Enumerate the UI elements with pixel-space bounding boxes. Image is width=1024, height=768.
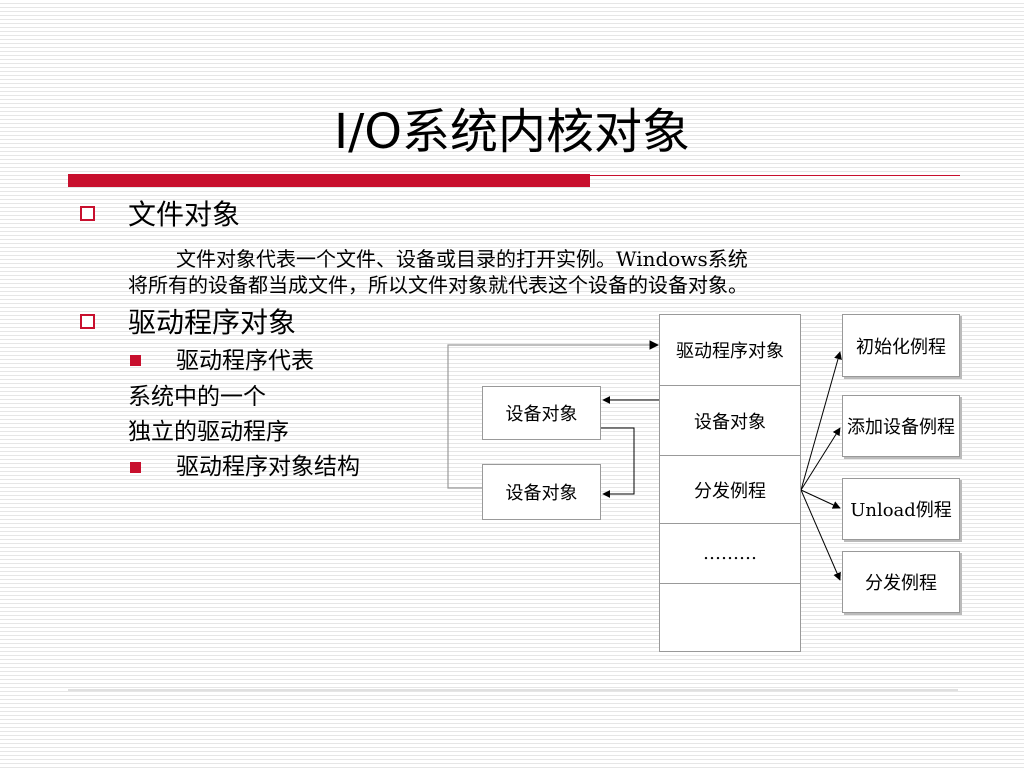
driver-object-sub1-line1: 驱动程序代表 [176, 348, 314, 374]
hollow-square-bullet-icon [80, 314, 95, 329]
driver-object-sub1-line3: 独立的驱动程序 [128, 419, 289, 445]
connector-to-unload-routine [800, 489, 841, 509]
connector-to-dispatch-routine [800, 489, 841, 581]
file-object-description-line1: 文件对象代表一个文件、设备或目录的打开实例。Windows系统 [176, 247, 748, 271]
init-routine-box: 初始化例程 [842, 314, 960, 377]
driver-object-stack: 驱动程序对象 设备对象 分发例程 ……… [659, 314, 801, 652]
footer-divider [68, 689, 958, 691]
connector-to-init-routine [800, 351, 842, 491]
unload-routine-box: Unload例程 [842, 478, 960, 540]
file-object-description-line2: 将所有的设备都当成文件，所以文件对象就代表这个设备的设备对象。 [128, 273, 748, 297]
device-object-box-bottom: 设备对象 [482, 464, 601, 520]
stack-row-ellipsis: ……… [660, 524, 800, 584]
dispatch-routine-box: 分发例程 [842, 551, 960, 613]
bullet-heading-driver-object: 驱动程序对象 [128, 306, 297, 339]
stack-row-empty [660, 584, 800, 651]
slide-title: I/O系统内核对象 [333, 104, 691, 160]
connector-bottom-device-to-driver [447, 340, 659, 489]
add-device-routine-box: 添加设备例程 [842, 395, 960, 457]
hollow-square-bullet-icon [80, 206, 95, 221]
driver-object-sub2: 驱动程序对象结构 [176, 454, 360, 480]
connector-top-device-to-bottom-device [601, 427, 635, 498]
stack-row-device-object: 设备对象 [660, 386, 800, 456]
filled-square-bullet-icon [130, 355, 141, 366]
stack-row-dispatch-routine: 分发例程 [660, 456, 800, 524]
driver-object-sub1-line2: 系统中的一个 [128, 384, 266, 410]
title-underline-red [68, 174, 590, 187]
device-object-box-top: 设备对象 [482, 386, 601, 440]
title-underline-thin [590, 175, 960, 176]
filled-square-bullet-icon [130, 462, 141, 473]
connector-to-add-device-routine [800, 427, 841, 491]
stack-row-driver-object: 驱动程序对象 [660, 315, 800, 386]
bullet-heading-file-object: 文件对象 [128, 198, 241, 231]
